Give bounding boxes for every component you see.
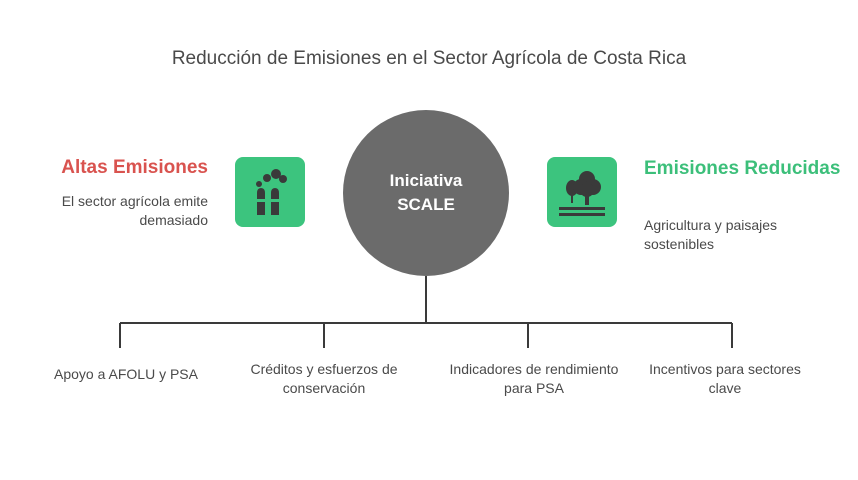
branch-credits-conservation: Créditos y esfuerzos de conservación (250, 361, 398, 396)
scale-initiative-label: Iniciativa SCALE (389, 171, 463, 214)
branch-performance-indicators: Indicadores de rendimiento para PSA (449, 361, 619, 396)
trees-landscape-icon (547, 157, 617, 227)
diagram-title: Reducción de Emisiones en el Sector Agrí… (171, 48, 687, 69)
reduced-emissions-heading: Emisiones Reducidas (644, 158, 841, 179)
scale-initiative-node: Iniciativa SCALE (343, 110, 509, 276)
factory-chimneys-icon (235, 157, 305, 227)
high-emissions-heading: Altas Emisiones (61, 157, 208, 178)
reduced-emissions-description: Agricultura y paisajes sostenibles (644, 217, 778, 252)
branch-sector-incentives: Incentivos para sectores clave (649, 361, 801, 396)
branch-afolu-psa: Apoyo a AFOLU y PSA (54, 366, 198, 382)
high-emissions-description: El sector agrícola emite demasiado (61, 193, 208, 228)
